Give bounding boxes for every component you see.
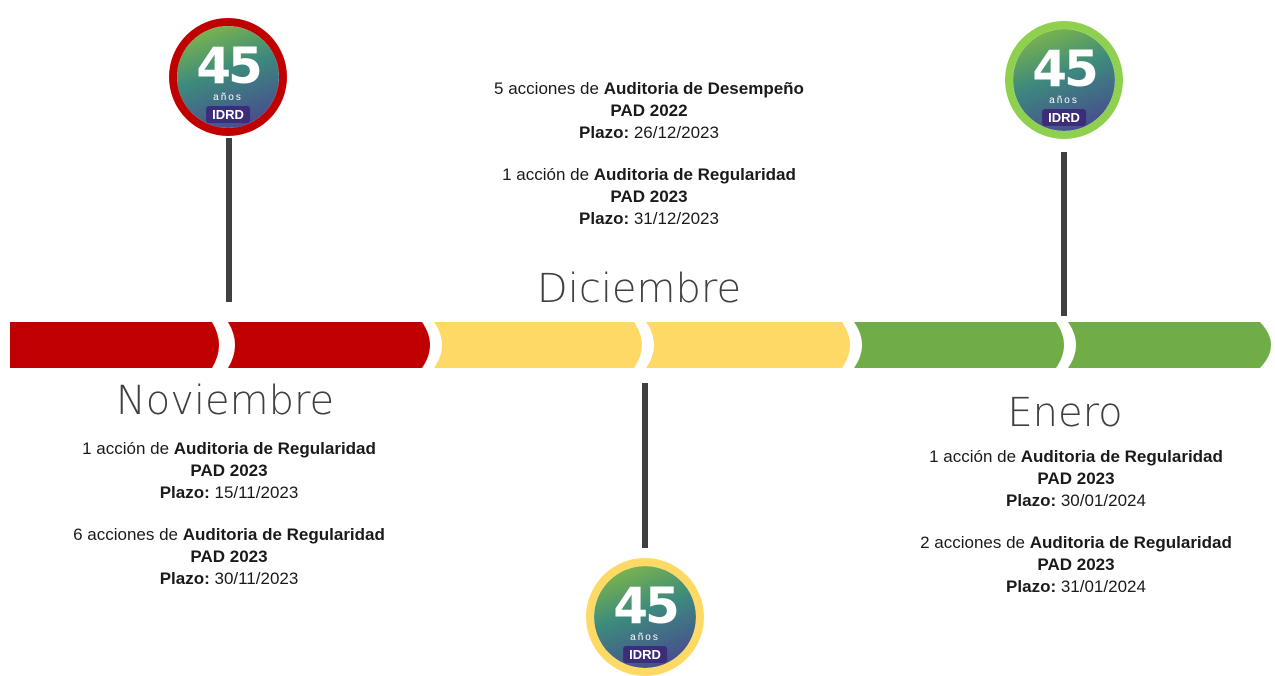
- entry-count: 1 acción de: [82, 439, 170, 458]
- month-label-november: Noviembre: [115, 378, 335, 424]
- entry-count: 1 acción de: [502, 165, 590, 184]
- badge-number: 45: [613, 577, 680, 635]
- entry-count: 5 acciones de: [494, 79, 599, 98]
- entry-type: Auditoria de Regularidad: [593, 165, 796, 184]
- info-block-november: 1 acción de Auditoria de Regularidad PAD…: [29, 438, 429, 590]
- badge-number: 45: [196, 37, 263, 95]
- badge-tag: IDRD: [206, 106, 250, 123]
- badge-subtitle: años: [213, 92, 243, 103]
- entry-january-2: 2 acciones de Auditoria de Regularidad P…: [876, 532, 1275, 598]
- month-label-december: Diciembre: [536, 266, 742, 312]
- badge-logo-november: 45 años IDRD: [169, 18, 287, 136]
- connector-line-november: [226, 138, 232, 302]
- entry-plazo: 30/01/2024: [1060, 491, 1146, 510]
- entry-type: Auditoria de Regularidad: [1020, 447, 1223, 466]
- badge-tag: IDRD: [1042, 109, 1086, 126]
- entry-pad: PAD 2023: [1037, 469, 1115, 488]
- badge-subtitle: años: [1049, 95, 1079, 106]
- connector-line-december: [642, 383, 648, 548]
- timeline-segment-november-1: [10, 322, 219, 368]
- entry-january-1: 1 acción de Auditoria de Regularidad PAD…: [876, 446, 1275, 512]
- entry-count: 2 acciones de: [920, 533, 1026, 552]
- timeline-segment-november-2: [228, 322, 430, 368]
- entry-plazo: 15/11/2023: [214, 483, 299, 502]
- info-block-january: 1 acción de Auditoria de Regularidad PAD…: [876, 446, 1275, 598]
- entry-november-1: 1 acción de Auditoria de Regularidad PAD…: [29, 438, 429, 504]
- entry-december-1: 5 acciones de Auditoria de Desempeño PAD…: [449, 78, 849, 144]
- entry-december-2: 1 acción de Auditoria de Regularidad PAD…: [449, 164, 849, 230]
- entry-plazo: 31/01/2024: [1060, 577, 1146, 596]
- entry-pad: PAD 2023: [1037, 555, 1115, 574]
- connector-line-january: [1061, 152, 1067, 316]
- entry-november-2: 6 acciones de Auditoria de Regularidad P…: [29, 524, 429, 590]
- entry-type: Auditoria de Regularidad: [173, 439, 376, 458]
- month-label-january: Enero: [1007, 390, 1123, 436]
- entry-plazo-label: Plazo:: [579, 123, 630, 142]
- entry-plazo: 26/12/2023: [633, 123, 719, 142]
- entry-count: 1 acción de: [929, 447, 1017, 466]
- entry-plazo-label: Plazo:: [159, 569, 210, 588]
- entry-count: 6 acciones de: [73, 525, 179, 544]
- timeline-segment-january-1: [854, 322, 1064, 368]
- entry-type: Auditoria de Desempeño: [603, 79, 804, 98]
- entry-pad: PAD 2023: [610, 187, 688, 206]
- entry-type: Auditoria de Regularidad: [182, 525, 385, 544]
- entry-pad: PAD 2023: [190, 461, 268, 480]
- badge-subtitle: años: [630, 632, 660, 643]
- entry-plazo: 30/11/2023: [214, 569, 299, 588]
- timeline-segment-december-1: [434, 322, 642, 368]
- entry-plazo-label: Plazo:: [579, 209, 630, 228]
- badge-tag: IDRD: [623, 646, 667, 663]
- entry-plazo-label: Plazo:: [159, 483, 210, 502]
- timeline-segment-january-2: [1068, 322, 1271, 368]
- entry-plazo: 31/12/2023: [633, 209, 719, 228]
- badge-logo-january: 45 años IDRD: [1005, 21, 1123, 139]
- entry-type: Auditoria de Regularidad: [1029, 533, 1232, 552]
- badge-number: 45: [1032, 40, 1099, 98]
- entry-pad: PAD 2023: [190, 547, 268, 566]
- timeline-segment-december-2: [646, 322, 850, 368]
- entry-pad: PAD 2022: [610, 101, 688, 120]
- entry-plazo-label: Plazo:: [1006, 491, 1057, 510]
- info-block-december: 5 acciones de Auditoria de Desempeño PAD…: [449, 78, 849, 230]
- badge-logo-december: 45 años IDRD: [586, 558, 704, 676]
- entry-plazo-label: Plazo:: [1006, 577, 1057, 596]
